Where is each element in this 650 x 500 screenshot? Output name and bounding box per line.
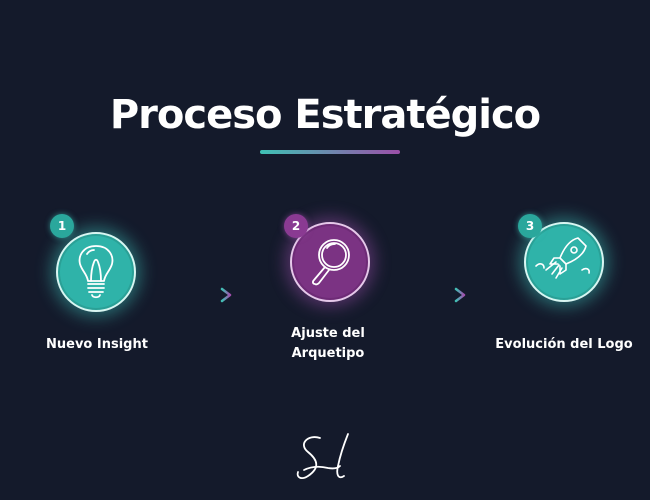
step-1-circle	[56, 232, 136, 312]
step-2-label-line-2: Arquetipo	[291, 346, 365, 361]
page-title: Proceso Estratégico	[109, 92, 541, 138]
step-2-label-line-1: Ajuste del	[291, 326, 365, 341]
lightbulb-icon	[78, 245, 114, 299]
arrow-right-icon	[194, 287, 232, 303]
arrow-right-icon	[428, 287, 466, 303]
magnifying-glass-icon	[312, 239, 350, 286]
step-2-label: Ajuste del Arquetipo	[278, 324, 378, 364]
step-3-badge: 3	[518, 214, 542, 238]
rocket-icon	[535, 237, 590, 279]
step-1-badge: 1	[50, 214, 74, 238]
step-1-label: Nuevo Insight	[46, 337, 148, 352]
step-2-badge: 2	[284, 214, 308, 238]
title-underline	[260, 150, 400, 154]
step-3-label: Evolución del Logo	[495, 337, 633, 352]
signature-logo	[296, 433, 349, 479]
